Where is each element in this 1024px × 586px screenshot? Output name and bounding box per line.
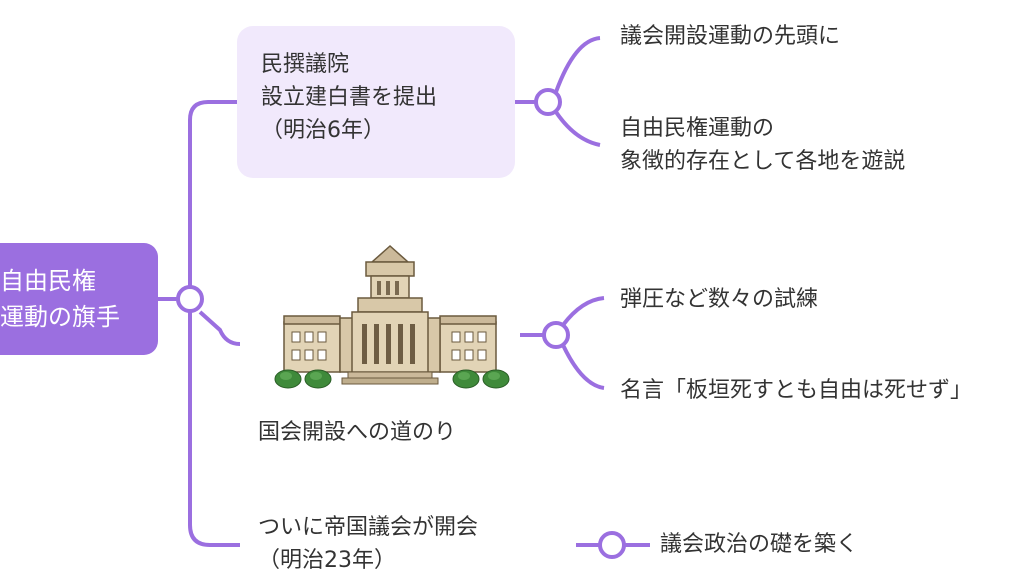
- branch-node-1[interactable]: 民撰議院 設立建白書を提出 （明治6年）: [237, 26, 515, 178]
- branch-node-3[interactable]: ついに帝国議会が開会 （明治23年）: [258, 511, 478, 577]
- leaf-1-1-line-1: 議会開設運動の先頭に: [620, 24, 841, 49]
- leaf-1-2-line-1: 自由民権運動の: [620, 116, 775, 141]
- leaf-2-1-line-1: 弾圧など数々の試練: [620, 287, 819, 312]
- branch-2-junction[interactable]: [542, 321, 570, 349]
- root-junction[interactable]: [176, 285, 204, 313]
- branch-connector-1: [188, 100, 237, 287]
- branch-2-line-1: 国会開設への道のり: [258, 420, 457, 445]
- branch-1-line-1: 民撰議院: [261, 52, 350, 77]
- branch-connector-2: [198, 310, 241, 346]
- leaf-1-2-line-2: 象徴的存在として各地を遊説: [620, 149, 906, 174]
- leaf-node-1-1[interactable]: 議会開設運動の先頭に: [620, 20, 840, 53]
- branch-node-2[interactable]: 国会開設への道のり: [258, 416, 456, 449]
- leaf-node-1-2[interactable]: 自由民権運動の 象徴的存在として各地を遊説: [620, 112, 905, 178]
- connector-b2-c2: [561, 344, 605, 390]
- leaf-node-3-1[interactable]: 議会政治の礎を築く: [660, 528, 858, 561]
- leaf-node-2-2[interactable]: 名言「板垣死すとも自由は死せず」: [620, 374, 1024, 407]
- leaf-node-2-1[interactable]: 弾圧など数々の試練: [620, 283, 818, 316]
- connector-b2-c1: [561, 296, 605, 327]
- diet-building-illustration: [274, 244, 510, 389]
- branch-3-line-1: ついに帝国議会が開会: [258, 515, 479, 540]
- connector-b1-c1: [554, 36, 601, 93]
- root-node-line-2: 運動の旗手: [0, 303, 120, 331]
- leaf-3-1-line-1: 議会政治の礎を築く: [660, 532, 859, 557]
- branch-1-junction[interactable]: [534, 88, 562, 116]
- branch-1-line-2: 設立建白書を提出: [261, 85, 438, 110]
- root-node[interactable]: 自由民権 運動の旗手: [0, 243, 158, 355]
- branch-3-line-2: （明治23年）: [258, 548, 396, 573]
- leaf-2-2-line-1: 名言「板垣死すとも自由は死せず」: [620, 378, 973, 403]
- branch-1-line-3: （明治6年）: [261, 118, 385, 143]
- branch-connector-3: [188, 311, 240, 547]
- branch-3-junction[interactable]: [598, 531, 626, 559]
- connector-b1-c2: [554, 110, 601, 147]
- root-node-line-1: 自由民権: [0, 267, 96, 295]
